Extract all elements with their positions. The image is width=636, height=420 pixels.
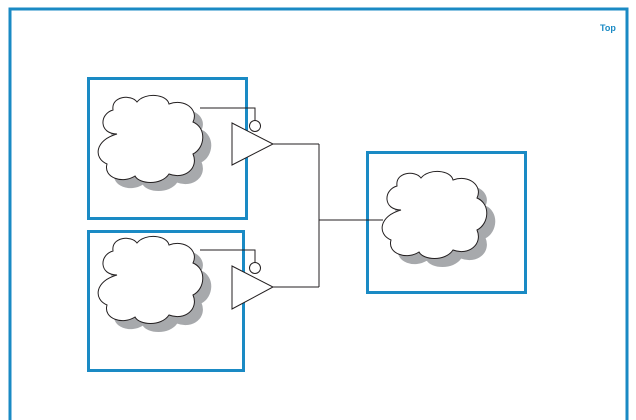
- tristate-buffer-icon: [200, 249, 275, 310]
- enable-wire: [200, 107, 256, 121]
- inverted-enable-bubble: [249, 262, 261, 274]
- upper-block: [87, 77, 275, 220]
- top-block-label: Top: [600, 23, 616, 33]
- cloud-icon: [97, 94, 212, 191]
- right-block: [366, 151, 527, 294]
- right-block-border: [366, 151, 527, 294]
- cloud-icon: [381, 170, 496, 267]
- inverted-enable-bubble: [249, 120, 261, 132]
- lower-block: [87, 230, 275, 372]
- top-block-border: [8, 7, 629, 420]
- tristate-buffer-icon: [200, 107, 275, 166]
- cloud-icon: [97, 235, 212, 332]
- enable-wire: [200, 249, 256, 263]
- bus-wires: [273, 143, 383, 288]
